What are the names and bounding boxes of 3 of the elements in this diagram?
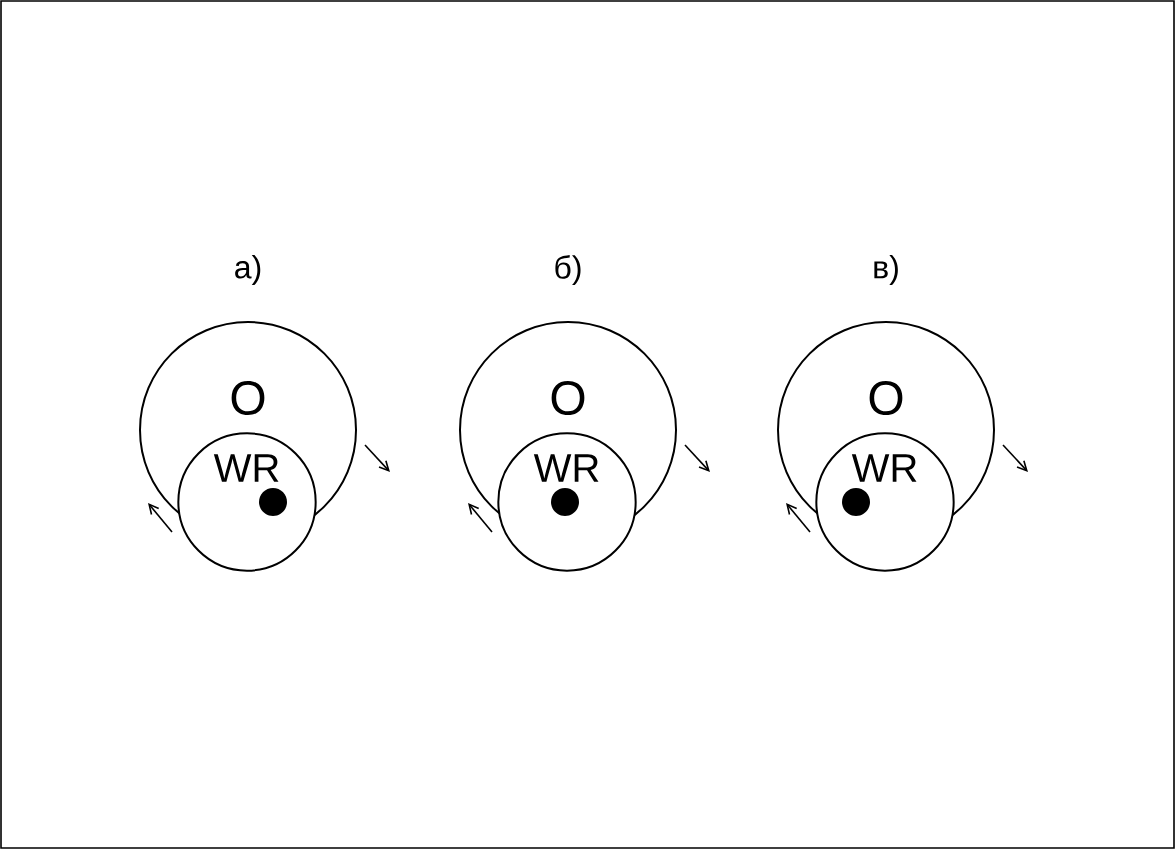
panel-label: в) (874, 255, 898, 285)
panel-label: а) (235, 255, 261, 285)
panel-label: б) (555, 254, 581, 286)
